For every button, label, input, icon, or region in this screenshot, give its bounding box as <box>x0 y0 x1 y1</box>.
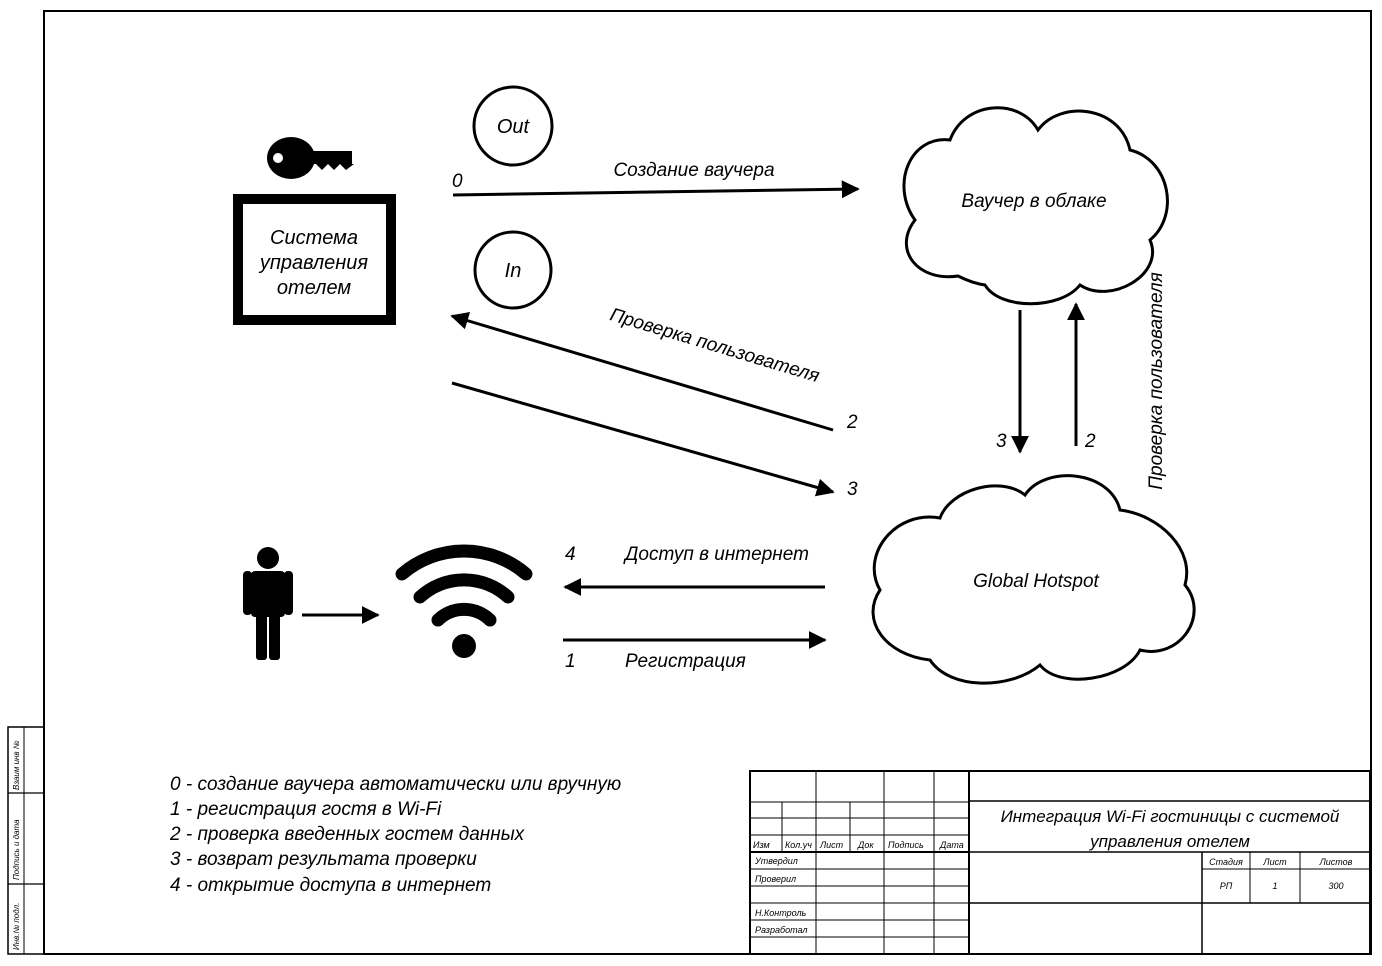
stamp-info-value: РП <box>1220 881 1233 891</box>
stamp-col: Кол.уч <box>785 840 812 850</box>
vertical-check-label: Проверка пользователя <box>1146 272 1167 490</box>
stamp-info-value: 1 <box>1272 881 1277 891</box>
in-circle <box>473 230 553 310</box>
stamp-col: Док <box>857 840 874 850</box>
register-label: Регистрация <box>625 651 746 672</box>
stamp-title-line-2: управления отелем <box>1089 832 1250 851</box>
stamp-info-header: Листов <box>1319 857 1353 867</box>
side-stamp: Взаим инв № Подпись и дата Инв.№ подл. <box>7 726 45 955</box>
vertical-down-num: 3 <box>996 431 1007 452</box>
stamp-info-header: Лист <box>1262 857 1287 867</box>
stamp-col: Дата <box>939 840 964 850</box>
legend: 0 - создание ваучера автоматически или в… <box>169 774 621 896</box>
arrow-check-num: 2 <box>846 412 858 433</box>
side-stamp-label-2: Подпись и дата <box>12 819 21 880</box>
legend-item: 4 - открытие доступа в интернет <box>170 875 491 896</box>
arrow-return-num: 3 <box>847 479 858 500</box>
in-label: In <box>505 260 522 282</box>
key-icon <box>267 137 354 179</box>
side-stamp-label-3: Инв.№ подл. <box>12 903 21 950</box>
arrow-create-label: Создание ваучера <box>613 160 774 181</box>
arrow-return-result <box>451 381 835 497</box>
legend-item: 0 - создание ваучера автоматически или в… <box>170 774 621 795</box>
wifi-icon <box>395 544 533 658</box>
arrow-check-user <box>450 312 834 432</box>
pms-box <box>233 194 396 325</box>
legend-item: 2 - проверка введенных гостем данных <box>169 824 526 845</box>
title-block-text: Изм Кол.уч Лист Док Подпись Дата Утверди… <box>753 807 1353 935</box>
access-label: Доступ в интернет <box>623 544 809 565</box>
side-stamp-label-1: Взаим инв № <box>12 740 21 790</box>
stamp-info-value: 300 <box>1328 881 1343 891</box>
out-label: Out <box>497 116 531 138</box>
pms-label-line-2: управления <box>258 252 369 274</box>
pms-label-line-1: Система <box>270 227 358 249</box>
stamp-row: Н.Контроль <box>755 908 807 918</box>
arrow-create-num: 0 <box>452 171 463 192</box>
access-num: 4 <box>565 544 576 565</box>
stamp-col: Лист <box>819 840 844 850</box>
cloud-voucher <box>902 106 1169 306</box>
register-num: 1 <box>565 651 576 672</box>
arrow-check-label: Проверка пользователя <box>607 304 821 387</box>
title-block <box>749 770 1371 955</box>
stamp-row: Разработал <box>755 925 807 935</box>
stamp-col: Подпись <box>888 840 924 850</box>
person-icon <box>243 547 293 660</box>
legend-item: 1 - регистрация гостя в Wi-Fi <box>170 799 442 820</box>
cloud-voucher-label: Ваучер в облаке <box>961 191 1106 212</box>
stamp-row: Утвердил <box>754 856 798 866</box>
stamp-title-line-1: Интеграция Wi-Fi гостиницы с системой <box>1001 807 1340 826</box>
legend-item: 3 - возврат результата проверки <box>170 849 477 870</box>
pms-label-line-3: отелем <box>277 277 351 299</box>
stamp-row: Проверил <box>755 874 796 884</box>
vertical-up-num: 2 <box>1084 431 1096 452</box>
cloud-hotspot-label: Global Hotspot <box>973 571 1099 592</box>
stamp-col: Изм <box>753 840 770 850</box>
drawing-frame <box>43 10 1372 955</box>
stamp-info-header: Стадия <box>1209 857 1243 867</box>
arrow-create-voucher <box>452 180 860 199</box>
out-circle <box>472 85 554 167</box>
cloud-hotspot <box>871 474 1196 685</box>
